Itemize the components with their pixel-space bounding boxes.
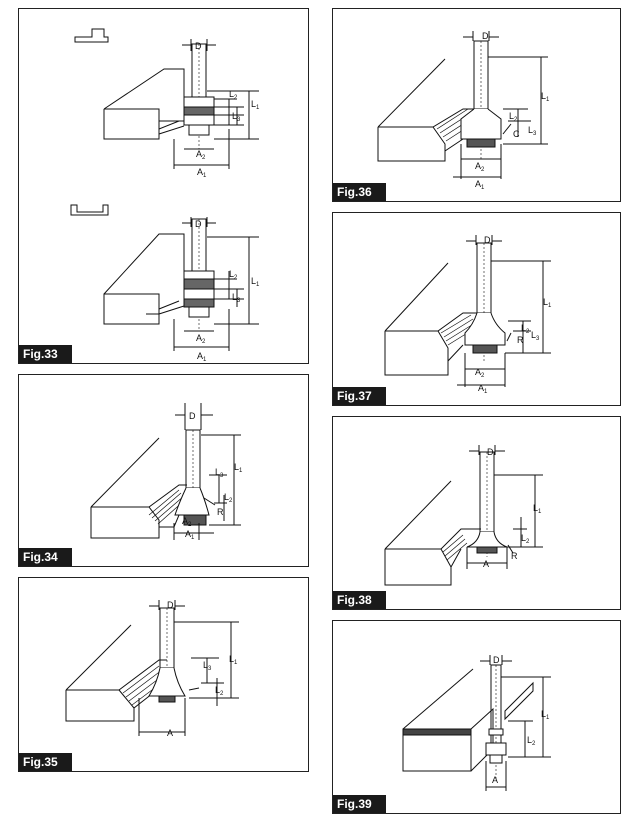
fig33-dim-d-top: D bbox=[195, 41, 202, 51]
fig33-dim-d-bottom: D bbox=[195, 219, 202, 229]
fig39-label: Fig.39 bbox=[333, 795, 386, 813]
fig38-dim-d: D bbox=[487, 447, 494, 457]
fig34-dim-a2: A2 bbox=[182, 516, 192, 528]
fig34-dim-l2: L2 bbox=[224, 492, 233, 504]
fig33-dim-a2-bottom: A2 bbox=[196, 333, 206, 345]
fig34-label: Fig.34 bbox=[19, 548, 72, 566]
fig36-panel: D L1 L2 L3 C A2 A1 Fig.36 bbox=[332, 8, 621, 202]
fig35-dim-a: A bbox=[167, 728, 173, 738]
fig34-dim-l1: L1 bbox=[234, 462, 243, 474]
fig39-dim-a: A bbox=[492, 775, 498, 785]
fig36-dim-l2: L2 bbox=[509, 111, 518, 123]
fig33-dim-l1-top: L1 bbox=[251, 99, 260, 111]
fig33-dim-l2-bottom: L2 bbox=[229, 269, 238, 281]
fig37-dim-d: D bbox=[484, 235, 491, 245]
fig33-drawing: D L1 L2 L3 A2 A1 D L1 bbox=[70, 28, 260, 363]
fig37-dim-l3: L3 bbox=[531, 330, 540, 342]
fig33-dim-l2-top: L2 bbox=[229, 89, 238, 101]
fig36-dim-c: C bbox=[513, 129, 520, 139]
fig36-dim-l3: L3 bbox=[528, 125, 537, 137]
fig37-label: Fig.37 bbox=[333, 387, 386, 405]
fig38-dim-a: A bbox=[483, 559, 489, 569]
fig38-dim-r: R bbox=[511, 551, 518, 561]
fig33-panel: D L1 L2 L3 A2 A1 D L1 bbox=[18, 8, 309, 364]
fig38-panel: D L1 L2 R A Fig.38 bbox=[332, 416, 621, 610]
fig33-dim-l3-top: L3 bbox=[232, 111, 241, 123]
fig39-dim-l2: L2 bbox=[527, 735, 536, 747]
fig36-drawing: D L1 L2 L3 C A2 A1 bbox=[377, 31, 550, 191]
fig37-drawing: D L1 L2 L3 R A2 A1 bbox=[384, 235, 552, 395]
fig37-dim-a2: A2 bbox=[475, 367, 485, 379]
fig36-dim-a1: A1 bbox=[475, 179, 485, 191]
fig35-label: Fig.35 bbox=[19, 753, 72, 771]
fig36-dim-a2: A2 bbox=[475, 161, 485, 173]
fig33-dim-a1-bottom: A1 bbox=[197, 351, 207, 363]
fig38-dim-l1: L1 bbox=[533, 503, 542, 515]
fig34-drawing: D L1 L3 L2 R A2 A1 bbox=[90, 403, 243, 541]
fig37-dim-l1: L1 bbox=[543, 297, 552, 309]
profile-icon-2 bbox=[70, 204, 109, 216]
fig38-label: Fig.38 bbox=[333, 591, 386, 609]
fig39-panel: D L1 L2 A Fig.39 bbox=[332, 620, 621, 814]
fig33-dim-l1-bottom: L1 bbox=[251, 276, 260, 288]
fig37-dim-a1: A1 bbox=[478, 383, 488, 395]
fig37-panel: D L1 L2 L3 R A2 A1 Fig.37 bbox=[332, 212, 621, 406]
fig34-dim-d: D bbox=[189, 411, 196, 421]
fig35-dim-l3: L3 bbox=[203, 660, 212, 672]
fig38-dim-l2: L2 bbox=[521, 533, 530, 545]
fig39-drawing: D L1 L2 A bbox=[402, 655, 551, 791]
fig35-panel: D L1 L3 L2 A Fig.35 bbox=[18, 577, 309, 772]
fig35-dim-l2: L2 bbox=[215, 685, 224, 697]
fig39-dim-l1: L1 bbox=[541, 709, 550, 721]
fig36-label: Fig.36 bbox=[333, 183, 386, 201]
fig37-dim-r: R bbox=[517, 335, 524, 345]
fig34-dim-l3: L3 bbox=[215, 467, 224, 479]
profile-icon bbox=[74, 28, 109, 43]
fig37-dim-l2: L2 bbox=[521, 323, 530, 335]
fig36-dim-d: D bbox=[482, 31, 489, 41]
fig33-dim-l3-bottom: L3 bbox=[232, 292, 241, 304]
fig33-dim-a1-top: A1 bbox=[197, 167, 207, 179]
fig36-dim-l1: L1 bbox=[541, 91, 550, 103]
fig34-dim-a1: A1 bbox=[185, 529, 195, 541]
fig33-dim-a2-top: A2 bbox=[196, 149, 206, 161]
fig33-label: Fig.33 bbox=[19, 345, 72, 363]
fig35-dim-d: D bbox=[167, 600, 174, 610]
fig35-dim-l1: L1 bbox=[229, 654, 238, 666]
fig39-dim-d: D bbox=[493, 655, 500, 665]
fig38-drawing: D L1 L2 R A bbox=[384, 445, 543, 586]
fig35-drawing: D L1 L3 L2 A bbox=[65, 600, 239, 738]
fig34-panel: D L1 L3 L2 R A2 A1 Fig.34 bbox=[18, 374, 309, 567]
fig34-dim-r: R bbox=[217, 507, 224, 517]
